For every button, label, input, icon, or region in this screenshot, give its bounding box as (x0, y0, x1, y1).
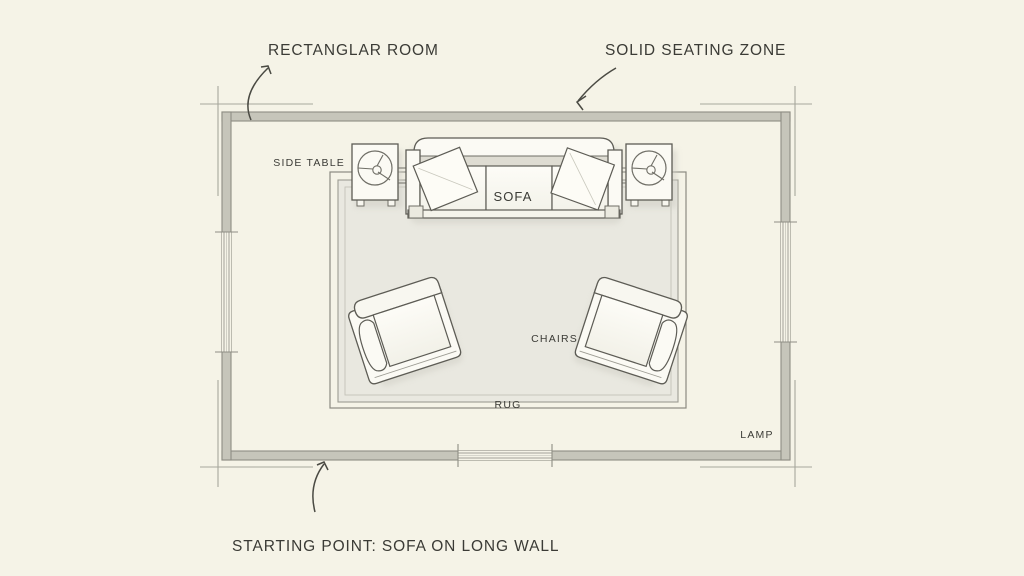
throw-pillow-right (550, 147, 616, 211)
callout-arrowhead-room (260, 65, 272, 75)
annotation-starting-point: STARTING POINT: SOFA ON LONG WALL (232, 538, 559, 555)
wall-top (221, 111, 791, 122)
callout-arrow-starting (312, 463, 325, 513)
annotation-seating-zone: SOLID SEATING ZONE (605, 42, 786, 59)
lamp-label: LAMP (740, 429, 773, 441)
rug-label: RUG (495, 399, 522, 411)
callout-arrowhead-seating (575, 95, 587, 111)
side-table-left (351, 143, 408, 208)
chair-right (573, 276, 688, 387)
callout-arrowhead-starting (316, 461, 329, 471)
callout-arrow-room (247, 67, 269, 121)
window-right-wall (774, 221, 797, 343)
throw-pillow-left (412, 146, 479, 212)
door-bottom-wall (457, 444, 553, 467)
sofa-label: SOFA (493, 189, 532, 204)
dimension-extension-lines (200, 86, 812, 487)
sofa: SOFA (405, 137, 623, 224)
side-table-label: SIDE TABLE (273, 157, 345, 169)
window-left-wall (215, 231, 238, 353)
annotation-rectangular-room: RECTANGLAR ROOM (268, 42, 439, 59)
chairs-label: CHAIRS (531, 333, 578, 345)
callout-arrow-seating (577, 67, 617, 102)
chair-left (348, 276, 463, 387)
side-table-right (618, 143, 677, 208)
